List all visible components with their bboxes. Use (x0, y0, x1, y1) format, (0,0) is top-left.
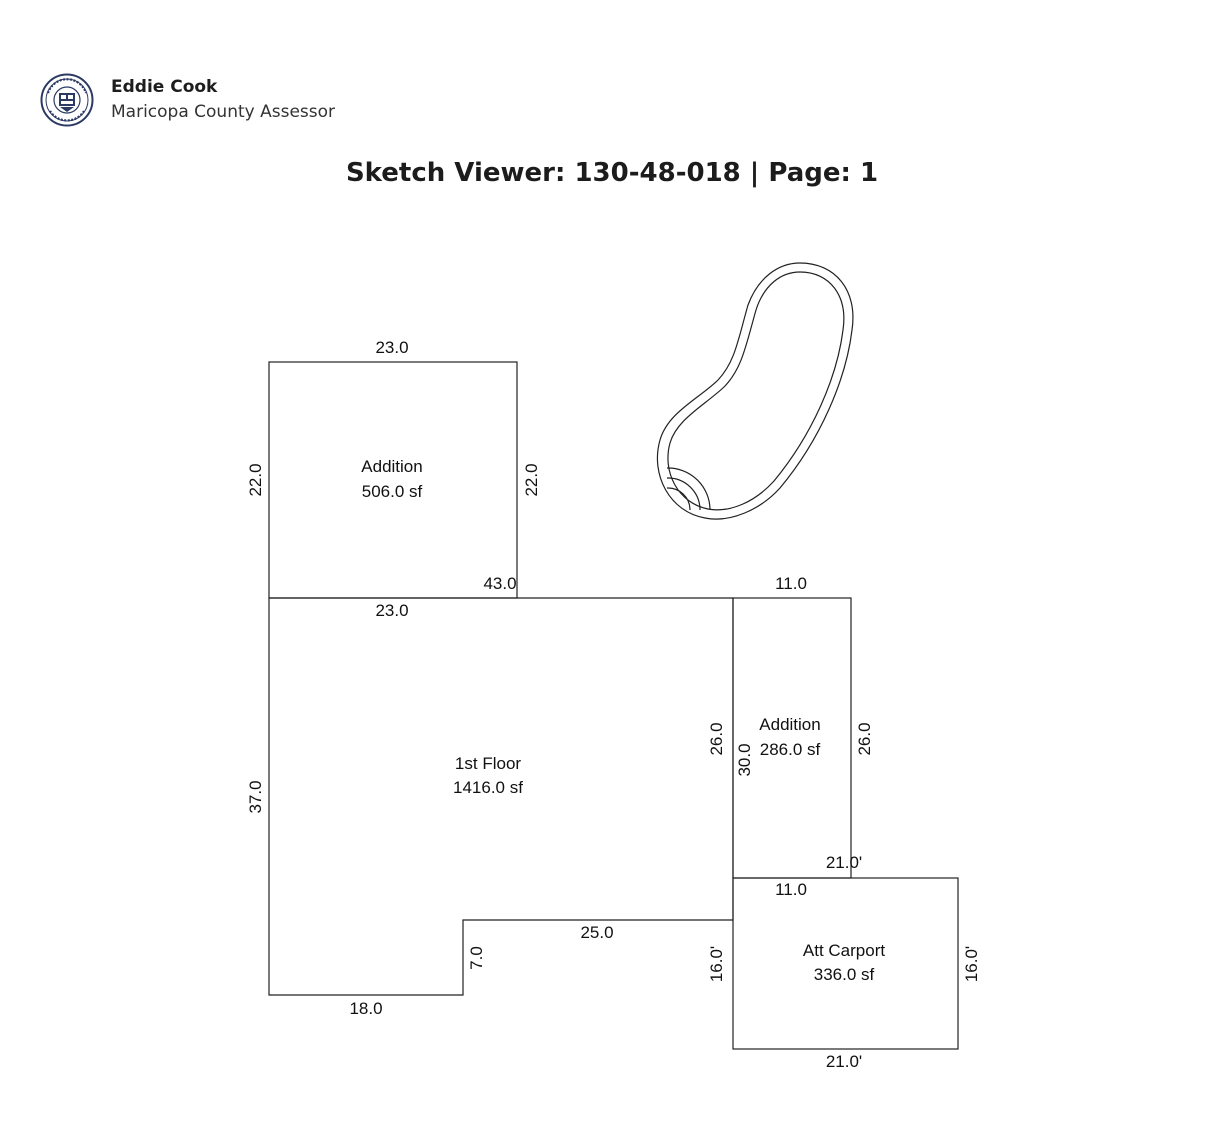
dimension-label: 37.0 (246, 780, 265, 813)
dimension-label: 21.0' (826, 1052, 862, 1071)
pool-outline (656, 262, 854, 520)
dimension-label: 22.0 (522, 463, 541, 496)
room-area: 1416.0 sf (453, 778, 523, 797)
dimension-label: 16.0' (707, 946, 726, 982)
addition-1-outline (268, 361, 518, 599)
addition-2-outline (732, 597, 852, 879)
page-title: Sketch Viewer: 130-48-018 | Page: 1 (345, 158, 879, 188)
room-area: 336.0 sf (814, 965, 875, 984)
county-seal-icon (40, 73, 94, 127)
dimension-label: 23.0 (375, 338, 408, 357)
dimension-label: 22.0 (246, 463, 265, 496)
dimension-label: 30.0 (735, 743, 754, 776)
room-label: Addition (759, 715, 820, 734)
dimension-label: 26.0 (707, 722, 726, 755)
carport-outline (732, 877, 959, 1050)
dimension-label: 43.0 (483, 574, 516, 593)
room-label: Addition (361, 457, 422, 476)
dimension-label: 23.0 (375, 601, 408, 620)
dimension-label: 11.0 (775, 574, 807, 593)
room-label: 1st Floor (455, 754, 521, 773)
dimension-label: 21.0' (826, 853, 862, 872)
assessor-name: Eddie Cook (111, 77, 218, 97)
dimension-label: 11.0 (775, 880, 807, 899)
dimension-label: 25.0 (580, 923, 613, 942)
room-area: 506.0 sf (362, 482, 423, 501)
dimension-label: 7.0 (467, 946, 486, 970)
room-label: Att Carport (803, 941, 885, 960)
assessor-header: Eddie Cook Maricopa County Assessor (40, 70, 335, 130)
assessor-office: Maricopa County Assessor (111, 102, 336, 122)
dimension-label: 18.0 (349, 999, 382, 1018)
room-area: 286.0 sf (760, 740, 821, 759)
dimension-label: 26.0 (855, 722, 874, 755)
dimension-label: 16.0' (962, 946, 981, 982)
